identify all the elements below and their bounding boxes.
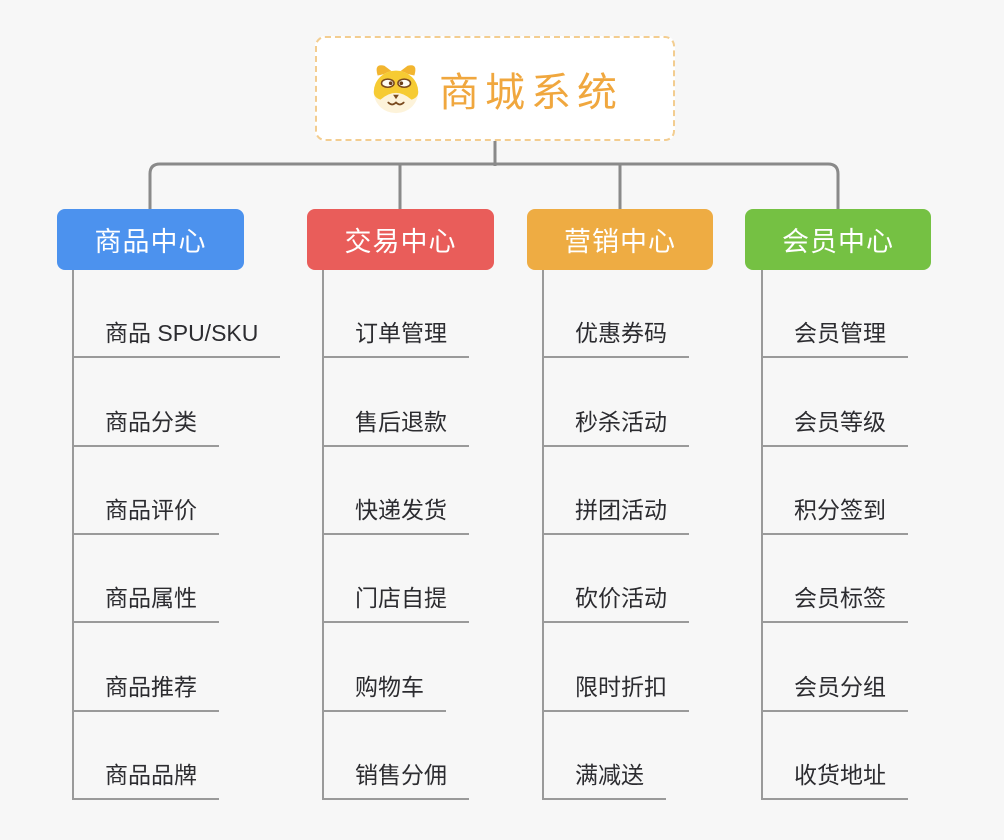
leaf-node[interactable]: 商品属性 <box>72 583 219 623</box>
branch-node-trade-center[interactable]: 交易中心 <box>307 209 494 270</box>
branch-column-trade: 订单管理 售后退款 快递发货 门店自提 购物车 销售分佣 <box>322 270 567 802</box>
leaf-node[interactable]: 销售分佣 <box>322 760 469 800</box>
leaf-node[interactable]: 商品 SPU/SKU <box>72 318 281 358</box>
leaf-node[interactable]: 快递发货 <box>322 495 469 535</box>
leaf-node[interactable]: 售后退款 <box>322 407 469 447</box>
leaf-node[interactable]: 优惠券码 <box>542 318 689 358</box>
leaf-node[interactable]: 商品评价 <box>72 495 219 535</box>
leaf-node[interactable]: 会员标签 <box>761 583 908 623</box>
leaf-node[interactable]: 拼团活动 <box>542 495 689 535</box>
leaf-node[interactable]: 商品品牌 <box>72 760 219 800</box>
branch-node-product-center[interactable]: 商品中心 <box>57 209 244 270</box>
leaf-node[interactable]: 满减送 <box>542 760 666 800</box>
leaf-node[interactable]: 会员分组 <box>761 672 908 712</box>
branch-bus-line <box>148 162 840 210</box>
branch-node-member-center[interactable]: 会员中心 <box>745 209 931 270</box>
leaf-node[interactable]: 购物车 <box>322 672 446 712</box>
branch-column-product: 商品 SPU/SKU 商品分类 商品评价 商品属性 商品推荐 商品品牌 <box>72 270 317 802</box>
leaf-node[interactable]: 订单管理 <box>322 318 469 358</box>
dog-face-icon <box>373 64 419 113</box>
leaf-node[interactable]: 收货地址 <box>761 760 908 800</box>
branch-column-member: 会员管理 会员等级 积分签到 会员标签 会员分组 收货地址 <box>761 270 1004 802</box>
leaf-node[interactable]: 会员管理 <box>761 318 908 358</box>
leaf-node[interactable]: 门店自提 <box>322 583 469 623</box>
leaf-node[interactable]: 秒杀活动 <box>542 407 689 447</box>
leaf-node[interactable]: 砍价活动 <box>542 583 689 623</box>
branch-column-marketing: 优惠券码 秒杀活动 拼团活动 砍价活动 限时折扣 满减送 <box>542 270 787 802</box>
leaf-node[interactable]: 商品推荐 <box>72 672 219 712</box>
leaf-node[interactable]: 限时折扣 <box>542 672 689 712</box>
leaf-node[interactable]: 积分签到 <box>761 495 908 535</box>
root-node-title: 商城系统 <box>439 70 623 115</box>
leaf-node[interactable]: 会员等级 <box>761 407 908 447</box>
branch-node-marketing-center[interactable]: 营销中心 <box>527 209 713 270</box>
root-node[interactable]: 商城系统 <box>315 36 675 141</box>
leaf-node[interactable]: 商品分类 <box>72 407 219 447</box>
